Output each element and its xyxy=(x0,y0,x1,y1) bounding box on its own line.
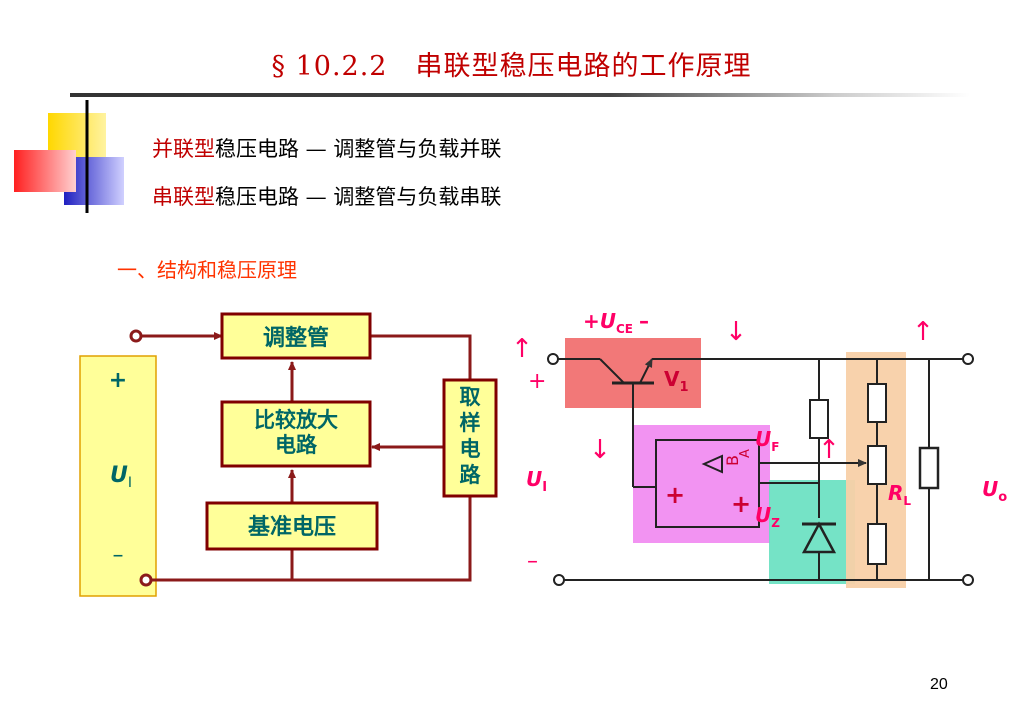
series-regulator-line: 串联型稳压电路 — 调整管与负载串联 xyxy=(152,181,501,211)
sampling-resistor-2 xyxy=(867,445,887,485)
zener-highlight xyxy=(769,480,855,584)
section-heading: 一、结构和稳压原理 xyxy=(117,258,297,282)
ui-plus: + xyxy=(528,369,546,394)
page-number: 20 xyxy=(930,676,948,693)
adjust-tube-label: 调整管 xyxy=(263,325,329,351)
input-plus: + xyxy=(109,368,127,393)
rl-label: RL xyxy=(888,481,911,508)
sampling-char-2: 样 xyxy=(460,411,481,435)
uz-label: UZ xyxy=(755,503,780,530)
output-terminal-minus[interactable] xyxy=(962,574,974,586)
sampling-char-4: 路 xyxy=(460,463,482,487)
compare-amp-label-line2: 电路 xyxy=(275,433,318,457)
series-description: 稳压电路 — 调整管与负载串联 xyxy=(215,185,502,209)
ui-up-arrow: ↑ xyxy=(511,334,533,364)
opamp-a-label: A xyxy=(738,449,753,458)
slide-title: § 10.2.2 串联型稳压电路的工作原理 xyxy=(271,51,752,82)
input-voltage-box xyxy=(79,355,157,597)
ui-label: UI xyxy=(526,467,547,495)
sampling-char-1: 取 xyxy=(460,385,481,409)
wire-sampling-to-ground xyxy=(150,496,472,582)
uf-up-arrow: ↑ xyxy=(818,435,840,465)
red-square xyxy=(14,150,76,192)
uce-label: +UCE– xyxy=(583,309,649,336)
opamp-plus-left: + xyxy=(665,481,685,509)
compare-amp-block xyxy=(220,400,372,468)
parallel-regulator-line: 并联型稳压电路 — 调整管与负载并联 xyxy=(152,133,501,163)
adjust-tube-block xyxy=(220,312,372,360)
input-terminal-plus[interactable] xyxy=(547,353,559,365)
title-rule xyxy=(70,93,970,97)
opamp-b-label: B xyxy=(723,455,742,466)
input-terminal-minus[interactable] xyxy=(553,574,565,586)
opamp-highlight xyxy=(633,425,770,543)
opamp-plus-right: + xyxy=(731,490,751,518)
uf-label: UF xyxy=(755,427,779,454)
uo-up-arrow: ↑ xyxy=(912,317,934,347)
output-terminal-plus[interactable] xyxy=(962,353,974,365)
decorative-squares xyxy=(14,100,124,213)
sampling-resistor-1 xyxy=(867,383,887,423)
sampling-resistor-3 xyxy=(867,523,887,565)
reference-voltage-block xyxy=(205,501,379,551)
parallel-description: 稳压电路 — 调整管与负载并联 xyxy=(215,137,502,161)
opamp-triangle-icon xyxy=(701,454,723,474)
series-type-label: 串联型 xyxy=(152,185,215,209)
reference-resistor xyxy=(809,399,829,439)
ui-minus: – xyxy=(527,549,538,574)
uo-label: Uo xyxy=(982,477,1007,505)
input-minus: – xyxy=(113,543,124,568)
input-terminal-bottom[interactable] xyxy=(139,573,153,587)
parallel-type-label: 并联型 xyxy=(152,137,215,161)
uce-down-arrow: ↓ xyxy=(725,317,747,347)
sampling-char-3: 电 xyxy=(460,437,481,461)
v1-label: V1 xyxy=(664,367,689,395)
transistor-emitter xyxy=(639,358,653,384)
input-ui-label: UI xyxy=(110,463,132,491)
transistor-collector xyxy=(599,358,625,384)
reference-voltage-label: 基准电压 xyxy=(248,515,336,540)
compare-amp-label-line1: 比较放大 xyxy=(254,408,338,432)
sampling-circuit-block xyxy=(442,378,498,498)
wire-adjust-to-sampling xyxy=(370,334,472,380)
load-resistor xyxy=(918,446,940,490)
base-down-arrow: ↓ xyxy=(589,435,611,465)
